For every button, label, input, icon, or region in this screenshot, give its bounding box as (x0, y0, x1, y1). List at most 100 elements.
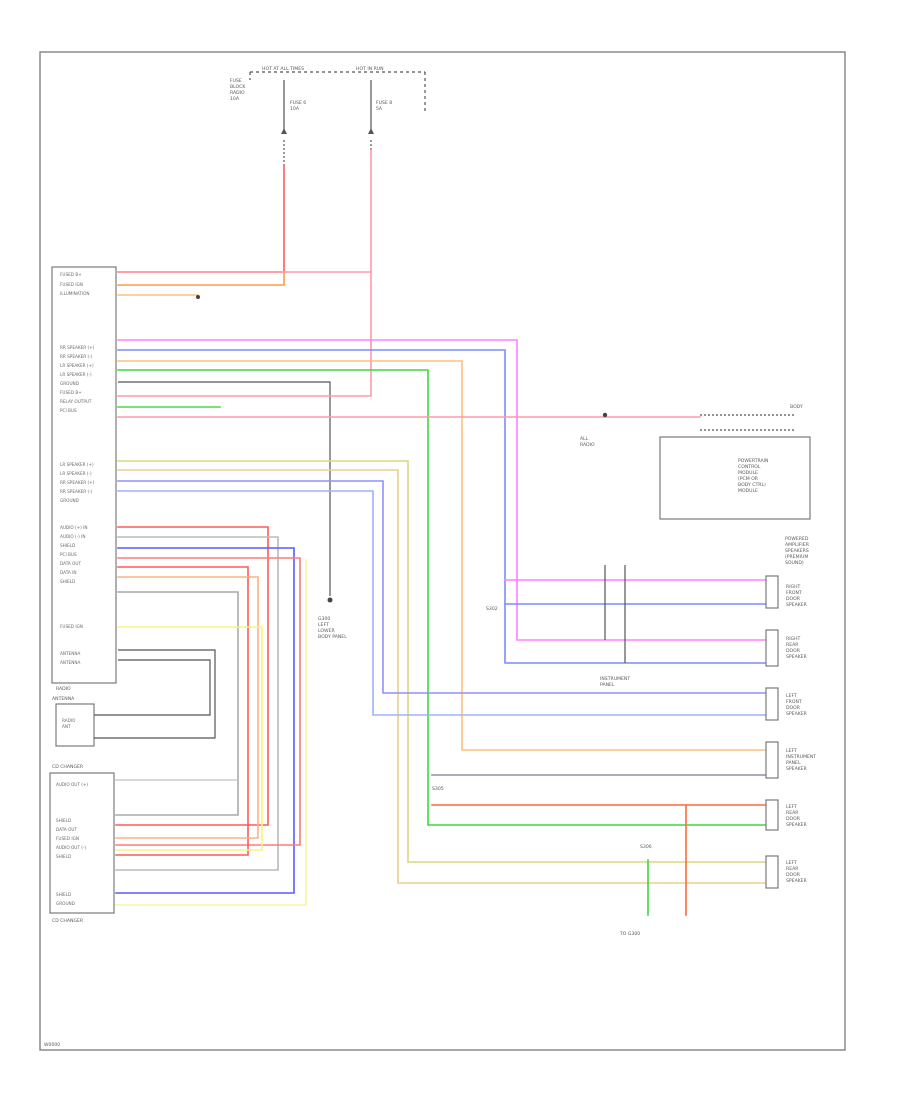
ground-line3: LOWER (318, 628, 335, 634)
diagram-frame (39, 51, 846, 1051)
splice-s306: S306 (640, 844, 652, 850)
svg-text:INSTRUMENT: INSTRUMENT (786, 754, 816, 760)
radio-pin-13: RELAY OUTPUT (60, 399, 92, 404)
svg-text:LEFT: LEFT (786, 860, 797, 866)
radio-mid-6: DATA IN (60, 570, 77, 575)
footer-code: W0000 (44, 1042, 60, 1048)
radio-pin-1: FUSED B+ (60, 272, 82, 277)
radio-pin-7: RR SPEAKER (+) (60, 345, 95, 350)
bcm-line2: CONTROL (738, 464, 761, 470)
svg-text:SPEAKER: SPEAKER (786, 711, 808, 717)
svg-text:RIGHT: RIGHT (786, 636, 801, 642)
note-mid-1: ALL (580, 436, 589, 442)
svg-text:DOOR: DOOR (786, 648, 801, 654)
speaker-rf: RIGHT FRONT DOOR SPEAKER (765, 575, 808, 609)
radio-pin-3: ILLUMINATION (60, 291, 90, 296)
cd-pin-7: AUDIO OUT (-) (56, 845, 86, 850)
radio-mid-5: DATA OUT (60, 561, 81, 566)
svg-text:DOOR: DOOR (786, 705, 801, 711)
svg-text:DOOR: DOOR (786, 816, 801, 822)
svg-text:DOOR: DOOR (786, 872, 801, 878)
svg-text:RIGHT: RIGHT (786, 584, 801, 590)
cd-changer-label: CD CHANGER (52, 918, 84, 924)
bcm-line6: MODULE (738, 488, 758, 494)
radio-mid-7: SHIELD (60, 579, 75, 584)
svg-text:LEFT: LEFT (786, 748, 797, 754)
radio-pin-9: LR SPEAKER (+) (60, 363, 94, 368)
note-lower-1: INSTRUMENT (600, 676, 630, 682)
radio-pin-2: FUSED IGN (60, 282, 83, 287)
splice-s302: S302 (486, 606, 498, 612)
bottom-ground: TO G300 (619, 931, 640, 937)
cd-pin-12: GROUND (56, 901, 75, 906)
svg-text:LEFT: LEFT (786, 693, 797, 699)
svg-text:SPEAKER: SPEAKER (786, 654, 808, 660)
ground-line1: G300 (318, 616, 330, 622)
radio-pin-14: PCI BUS (60, 408, 77, 413)
speaker-rr: RIGHT REAR DOOR SPEAKER (765, 629, 808, 667)
antenna-label: ANTENNA (52, 696, 75, 702)
body-control-module: POWERTRAIN CONTROL MODULE (PCM OR BODY C… (659, 404, 811, 520)
radio-mid-2: AUDIO (-) IN (60, 534, 86, 539)
cd-changer-label-top: CD CHANGER (52, 764, 84, 770)
cd-pin-5: DATA OUT (56, 827, 77, 832)
radio-pin-8: RR SPEAKER (-) (60, 354, 93, 359)
svg-text:FRONT: FRONT (786, 590, 802, 596)
radio-pin-21: GROUND (60, 498, 79, 503)
radio-pin-10: LR SPEAKER (-) (60, 372, 92, 377)
svg-text:LEFT: LEFT (786, 804, 797, 810)
speaker-lf: LEFT FRONT DOOR SPEAKER (765, 687, 808, 721)
fuse-a-line2: BLOCK (230, 84, 246, 90)
note-lower-2: PANEL (600, 682, 615, 688)
radio-pin-17: LR SPEAKER (+) (60, 462, 94, 467)
speaker-lr: LEFT REAR DOOR SPEAKER (765, 799, 808, 831)
spk-header-1: POWERED (785, 536, 809, 542)
radio-mid-4: PCI BUS (60, 552, 77, 557)
radio-pin-18: LR SPEAKER (-) (60, 471, 92, 476)
fuse-a-title: HOT AT ALL TIMES (262, 66, 304, 72)
fuse-b-label: FUSE 8 (376, 100, 392, 106)
fuse-a-label: FUSE 6 (290, 100, 306, 106)
svg-text:SPEAKER: SPEAKER (786, 602, 808, 608)
spk-header-3: SPEAKERS (785, 548, 809, 554)
radio-mid-3: SHIELD (60, 543, 75, 548)
spk-header-5: SOUND) (785, 560, 804, 566)
fuse-a-line4: 10A (230, 96, 240, 102)
ground-line4: BODY PANEL (318, 634, 347, 640)
svg-text:REAR: REAR (786, 810, 799, 816)
radio-mid-12: ANTENNA (60, 651, 80, 656)
radio-mid-13: ANTENNA (60, 660, 80, 665)
antenna-box: ANTENNA RADIO ANT (52, 649, 216, 747)
ground-g300: G300 LEFT LOWER BODY PANEL (118, 381, 347, 640)
spk-header-4: (PREMIUM (785, 554, 808, 560)
antenna-line1: RADIO (62, 718, 76, 723)
svg-text:REAR: REAR (786, 866, 799, 872)
svg-text:REAR: REAR (786, 642, 799, 648)
splice-s305: S305 (432, 786, 444, 792)
radio-label: RADIO (56, 686, 71, 692)
radio-pin-12: FUSED B+ (60, 390, 82, 395)
fuse-area: HOT AT ALL TIMES HOT IN RUN FUSE BLOCK R… (230, 66, 426, 165)
svg-text:FRONT: FRONT (786, 699, 802, 705)
speaker-header: POWERED AMPLIFIER SPEAKERS (PREMIUM SOUN… (785, 536, 810, 566)
radio-pin-11: GROUND (60, 381, 79, 386)
fuse-a-line3: RADIO (230, 90, 245, 96)
cd-pin-1: AUDIO OUT (+) (56, 782, 88, 787)
wires (115, 149, 766, 915)
antenna-line2: ANT (62, 724, 71, 729)
fuse-b-amps: 5A (376, 106, 383, 112)
bcm-line4: (PCM OR (738, 476, 759, 482)
bcm-line5: BODY CTRL) (738, 482, 766, 488)
fuse-a-amps: 10A (290, 106, 300, 112)
fuse-a-line1: FUSE (230, 78, 242, 84)
speaker-lt: LEFT INSTRUMENT PANEL SPEAKER (765, 741, 816, 779)
ground-line2: LEFT (318, 622, 329, 628)
bcm-note1: BODY (790, 404, 803, 410)
cd-pin-4: SHIELD (56, 818, 71, 823)
svg-text:PANEL: PANEL (786, 760, 801, 766)
spk-header-2: AMPLIFIER (785, 542, 810, 548)
cd-pin-11: SHIELD (56, 892, 71, 897)
bcm-line3: MODULE (738, 470, 758, 476)
radio-mid-10: FUSED IGN (60, 624, 83, 629)
